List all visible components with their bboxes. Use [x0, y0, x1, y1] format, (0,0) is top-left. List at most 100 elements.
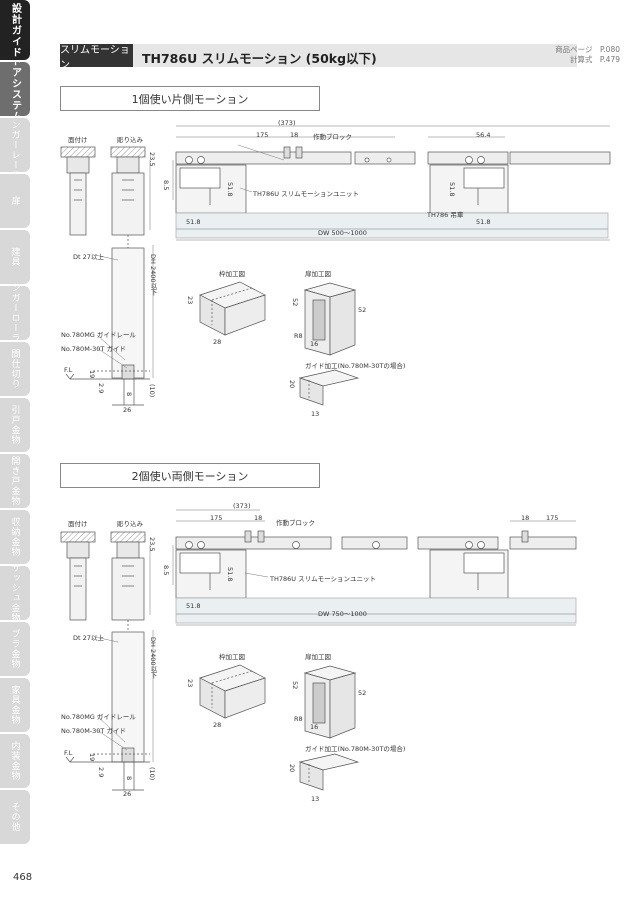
s2-dim-10: (10): [148, 767, 156, 781]
section-title-double: 2個使い両側モーション: [60, 463, 320, 488]
side-tab-label: 建具: [9, 247, 20, 267]
s2-dim-518-bottom: 51.8: [186, 602, 201, 610]
s1-recess-mount-section: [65, 146, 150, 406]
s1-guide-label: No.780M-30T ガイド: [61, 345, 126, 353]
s1-dim-18: 18: [290, 131, 299, 139]
s1-recess-mount-label: 彫り込み: [117, 136, 143, 144]
s2-dim-18-right: 18: [521, 514, 530, 522]
s2-recess-mount-label: 彫り込み: [117, 520, 143, 528]
side-tab-label: ハンガーレール: [9, 118, 20, 172]
side-tab-bar: 設計ガイド ドアシステム ハンガーレール 扉 建具 ハンガーローラー 間仕切り …: [0, 0, 30, 900]
s1-face-mount-section: [60, 146, 96, 236]
side-tab-door-system[interactable]: ドアシステム: [0, 62, 30, 116]
side-tab-13[interactable]: 内装金物: [0, 734, 30, 788]
side-tab-10[interactable]: サッシュ金物: [0, 566, 30, 620]
s1-dim-29: 2.9: [97, 383, 105, 394]
side-tab-14[interactable]: その他: [0, 790, 30, 844]
s1-dh-label: DH 2400以下: [149, 254, 157, 296]
s2-dim-28: 28: [213, 721, 222, 729]
side-tab-label: その他: [9, 802, 20, 832]
s1-dw-label: DW 500～1000: [318, 229, 367, 237]
s1-door-process: [303, 282, 357, 356]
s1-dim-52-diagonal: 52: [358, 306, 367, 314]
s2-guide-label: No.780M-30T ガイド: [61, 727, 126, 735]
s2-dim-16: 16: [310, 723, 319, 731]
side-tab-label: ブラ金物: [9, 629, 20, 669]
s1-dim-20: 20: [288, 380, 296, 389]
s1-rail-elevation: [175, 125, 611, 241]
s1-dt-label: Dt 27以上: [73, 253, 104, 261]
s1-dim-518-vertical-right: 51.8: [448, 182, 456, 197]
s2-face-mount-section: [60, 531, 96, 621]
s2-dim-18: 18: [254, 514, 263, 522]
side-tab-3[interactable]: 扉: [0, 174, 30, 228]
s2-dim-8: 8: [125, 776, 133, 781]
s1-fl-label: F.L: [64, 366, 73, 374]
side-tab-label: 間仕切り: [9, 349, 20, 389]
s1-guide-process-label: ガイド加工(No.780M-30Tの場合): [305, 362, 406, 370]
s2-dim-26: 26: [123, 790, 132, 798]
s1-unit-label: TH786U スリムモーションユニット: [253, 190, 359, 198]
s2-dim-52-diagonal: 52: [358, 689, 367, 697]
side-tab-8[interactable]: 開き戸金物: [0, 454, 30, 508]
side-tab-12[interactable]: 家具金物: [0, 678, 30, 732]
side-tab-9[interactable]: 収納金物: [0, 510, 30, 564]
s2-dt-label: Dt 27以上: [73, 634, 104, 642]
ref-product-page[interactable]: 商品ページ P.080: [555, 45, 620, 54]
s1-dim-373: (373): [278, 119, 296, 127]
s2-unit-label: TH786U スリムモーションユニット: [270, 575, 376, 583]
s2-guide-rail-label: No.780MG ガイドレール: [61, 713, 136, 721]
page-title: TH786U スリムモーション (50kg以下): [142, 51, 377, 66]
s2-guide-process: [298, 753, 360, 791]
s1-guide-process: [298, 369, 360, 406]
s1-dim-19: 19: [88, 370, 96, 379]
side-tab-2[interactable]: ハンガーレール: [0, 118, 30, 172]
side-tab-label: ドアシステム: [9, 62, 21, 116]
s2-dim-19: 19: [88, 753, 96, 762]
s1-dim-13: 13: [311, 410, 320, 418]
s1-operation-block-label: 作動ブロック: [313, 133, 352, 141]
side-tab-label: 内装金物: [9, 741, 20, 781]
side-tab-4[interactable]: 建具: [0, 230, 30, 284]
s2-dim-175-right: 175: [546, 514, 559, 522]
page-number: 468: [13, 872, 33, 883]
s1-door-process-label: 扉加工図: [305, 270, 331, 278]
s2-dim-52-vertical: 52: [291, 681, 299, 690]
side-tab-11[interactable]: ブラ金物: [0, 622, 30, 676]
s1-dim-23: 23: [186, 296, 194, 305]
s2-dh-label: DH 2400以下: [149, 637, 157, 679]
side-tab-design-guide[interactable]: 設計ガイド: [0, 0, 30, 60]
s2-dim-20: 20: [288, 764, 296, 773]
s2-dim-29: 2.9: [97, 767, 105, 778]
ref-calc-page[interactable]: 計算式 P.479: [569, 55, 620, 64]
s2-r8-label: R8: [294, 715, 303, 723]
s1-dim-8: 8: [125, 392, 133, 397]
s2-frame-process: [199, 664, 266, 719]
page-references: 商品ページ P.080 計算式 P.479: [500, 45, 620, 65]
s2-dim-175: 175: [210, 514, 223, 522]
side-tab-label: 開き戸金物: [9, 456, 20, 506]
s1-dim-235: 23.5: [148, 152, 156, 167]
side-tab-label: 家具金物: [9, 685, 20, 725]
s2-recess-mount-section: [65, 531, 150, 791]
side-tab-label: ハンガーローラー: [9, 286, 20, 340]
s1-dim-10: (10): [148, 384, 156, 398]
side-tab-5[interactable]: ハンガーローラー: [0, 286, 30, 340]
page-header: スリムモーション TH786U スリムモーション (50kg以下): [60, 44, 577, 71]
side-tab-label: 扉: [9, 196, 20, 206]
section1-drawing: [60, 125, 611, 406]
s2-door-process-label: 扉加工図: [305, 653, 331, 661]
side-tab-6[interactable]: 間仕切り: [0, 342, 30, 396]
s1-dim-52-vertical: 52: [291, 298, 299, 307]
s1-dim-85: 8.5: [162, 180, 170, 191]
section2-drawing: [60, 509, 577, 791]
category-badge: スリムモーション: [60, 44, 133, 71]
s1-dim-26: 26: [123, 406, 132, 414]
s1-dim-28: 28: [213, 338, 222, 346]
section-title-single: 1個使い片側モーション: [60, 86, 320, 111]
s2-guide-process-label: ガイド加工(No.780M-30Tの場合): [305, 745, 406, 753]
s1-hanger-label: TH786 吊車: [427, 211, 464, 219]
s2-fl-label: F.L: [64, 749, 73, 757]
side-tab-7[interactable]: 引戸金物: [0, 398, 30, 452]
s2-rail-elevation: [175, 509, 577, 626]
